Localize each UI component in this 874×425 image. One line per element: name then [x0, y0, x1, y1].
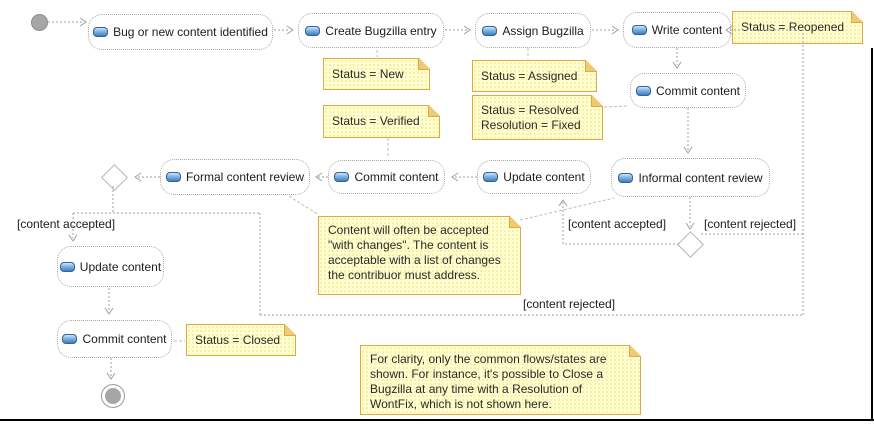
activity-icon [483, 172, 499, 182]
arrowhead [558, 199, 568, 207]
arrowhead [315, 172, 323, 182]
activity-icon [59, 261, 75, 272]
note-status-verified[interactable]: Status = Verified [323, 105, 440, 138]
attach-note-resolved [603, 105, 628, 108]
arrowhead [611, 25, 619, 35]
node-label: Create Bugzilla entry [325, 23, 437, 38]
note-text: Status = Assigned [481, 68, 578, 83]
note-text: Content will often be accepted "with cha… [328, 223, 501, 282]
end-node[interactable] [101, 384, 125, 408]
attach-note-changes-formal [288, 195, 320, 216]
node-label: Informal content review [638, 170, 763, 185]
node-informal-review[interactable]: Informal content review [611, 158, 770, 197]
arrowhead [672, 61, 682, 69]
activity-icon [631, 25, 647, 35]
node-bug-identified[interactable]: Bug or new content identified [88, 14, 273, 50]
node-label: Update content [79, 259, 162, 274]
node-update-content-left[interactable]: Update content [57, 246, 164, 287]
note-status-reopened[interactable]: Status = Reopened [732, 11, 863, 44]
note-text: Status = New [332, 66, 404, 81]
arrowhead [685, 222, 695, 230]
activity-icon [62, 334, 78, 344]
decision-informal-review[interactable] [677, 231, 704, 258]
activity-icon [93, 27, 109, 37]
note-status-new[interactable]: Status = New [323, 58, 430, 90]
activity-icon [635, 85, 651, 96]
arrowhead [104, 307, 114, 315]
node-commit-content-mid[interactable]: Commit content [328, 160, 445, 194]
guard-content-rejected-right: [content rejected] [704, 217, 797, 231]
arrowhead [134, 172, 142, 182]
arrowhead [451, 172, 459, 182]
node-label: Assign Bugzilla [502, 23, 584, 38]
node-label: Write content [651, 23, 723, 37]
arrowhead [463, 25, 471, 35]
activity-icon [334, 172, 350, 182]
arrowhead [683, 146, 693, 154]
end-node-inner [105, 388, 121, 404]
arrowhead [68, 234, 78, 242]
note-text: Status = Reopened [741, 20, 845, 34]
node-assign-bugzilla[interactable]: Assign Bugzilla [475, 13, 591, 48]
node-create-bugzilla[interactable]: Create Bugzilla entry [298, 13, 444, 48]
guard-content-rejected-bottom: [content rejected] [523, 297, 616, 311]
guard-content-accepted-right: [content accepted] [568, 217, 667, 231]
node-label: Formal content review [185, 170, 305, 184]
node-commit-content-top[interactable]: Commit content [630, 73, 746, 108]
node-label: Bug or new content identified [113, 25, 268, 39]
arrowhead [79, 17, 87, 27]
note-text: Status = Verified [332, 114, 420, 128]
note-text: Status = Resolved Resolution = Fixed [481, 102, 581, 132]
note-accepted-with-changes[interactable]: Content will often be accepted "with cha… [318, 216, 521, 295]
arrowhead [106, 372, 116, 380]
node-write-content[interactable]: Write content [623, 12, 731, 48]
node-commit-content-left[interactable]: Commit content [57, 320, 172, 358]
note-text: For clarity, only the common flows/state… [370, 352, 607, 411]
note-status-closed[interactable]: Status = Closed [186, 324, 296, 356]
activity-icon [482, 25, 498, 36]
activity-icon [165, 172, 181, 182]
node-label: Commit content [655, 83, 741, 98]
node-label: Commit content [82, 332, 167, 346]
frame-border-right [871, 48, 873, 421]
note-status-assigned[interactable]: Status = Assigned [472, 60, 597, 92]
node-label: Commit content [354, 170, 439, 184]
start-node[interactable] [31, 14, 48, 31]
activity-icon [618, 172, 634, 183]
activity-icon [305, 25, 321, 36]
arrowhead [286, 25, 294, 35]
note-text: Status = Closed [195, 332, 281, 347]
node-label: Update content [503, 170, 585, 184]
note-clarity[interactable]: For clarity, only the common flows/state… [360, 345, 641, 415]
frame-border-bottom [0, 419, 874, 421]
note-status-resolved[interactable]: Status = Resolved Resolution = Fixed [472, 95, 603, 140]
guard-content-accepted-left: [content accepted] [17, 217, 116, 231]
decision-formal-review[interactable] [101, 164, 128, 191]
node-update-content-mid[interactable]: Update content [477, 160, 591, 194]
node-formal-review[interactable]: Formal content review [160, 159, 310, 195]
